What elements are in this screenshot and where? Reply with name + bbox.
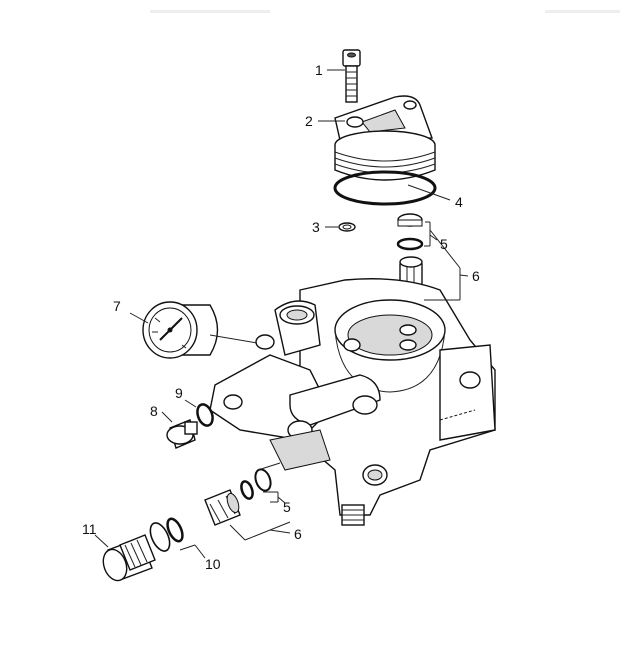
callout-4: 4 (455, 194, 463, 210)
callout-6-lower: 6 (294, 526, 302, 542)
callout-9: 9 (175, 385, 183, 401)
leader-lines (94, 69, 469, 559)
pressure-gauge-part (142, 301, 219, 359)
callout-2: 2 (305, 113, 313, 129)
plug-part (166, 419, 198, 449)
small-seal-part (338, 222, 356, 232)
plug-seal-pair-part (149, 517, 184, 552)
callout-3: 3 (312, 219, 320, 235)
header-strip-left (150, 10, 270, 13)
callout-11: 11 (82, 521, 97, 537)
plug-seal-ring-part (196, 403, 214, 427)
callout-5-lower: 5 (283, 499, 291, 515)
valve-cover-part (334, 95, 436, 181)
callout-10: 10 (205, 556, 221, 572)
lower-valve-set (204, 468, 272, 526)
header-strip-right (545, 10, 620, 13)
callout-8: 8 (150, 403, 158, 419)
pump-housing-part (209, 278, 496, 526)
bolt-part (342, 49, 361, 103)
callout-7: 7 (113, 298, 121, 314)
callout-5-upper: 5 (440, 236, 448, 252)
callout-labels: 1 2 3 4 5 6 7 8 9 5 6 10 11 (82, 62, 480, 572)
large-plug-part (102, 534, 156, 582)
callout-6-upper: 6 (472, 268, 480, 284)
callout-1: 1 (315, 62, 323, 78)
large-o-ring-part (333, 170, 437, 206)
